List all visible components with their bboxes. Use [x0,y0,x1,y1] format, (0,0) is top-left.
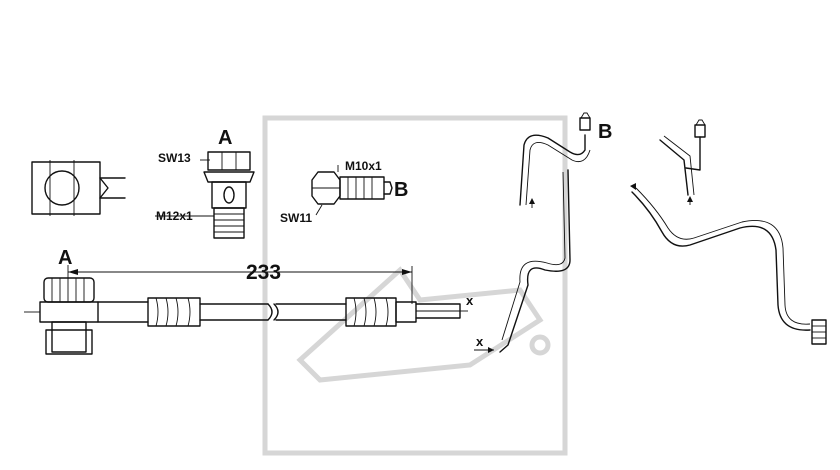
label-sw13: SW13 [158,151,191,165]
brake-line-route-left [474,112,591,353]
label-x-route: x [476,334,484,349]
banjo-side-view [31,160,126,216]
hose-assembly [24,265,468,355]
label-sw11: SW11 [280,211,312,225]
label-b-line: B [598,121,612,143]
label-a-dimension: A [58,247,72,269]
fitting-b [311,165,393,216]
label-a-bolt: A [218,127,232,149]
label-m12x1: M12x1 [156,209,193,223]
brake-line-route-right [630,119,827,345]
banjo-bolt-a [155,151,255,239]
label-length-233: 233 [246,261,281,284]
label-x-hose: x [466,293,474,308]
label-b-fitting: B [394,179,408,201]
watermark-logo [262,115,568,456]
label-m10x1: M10x1 [345,159,382,173]
